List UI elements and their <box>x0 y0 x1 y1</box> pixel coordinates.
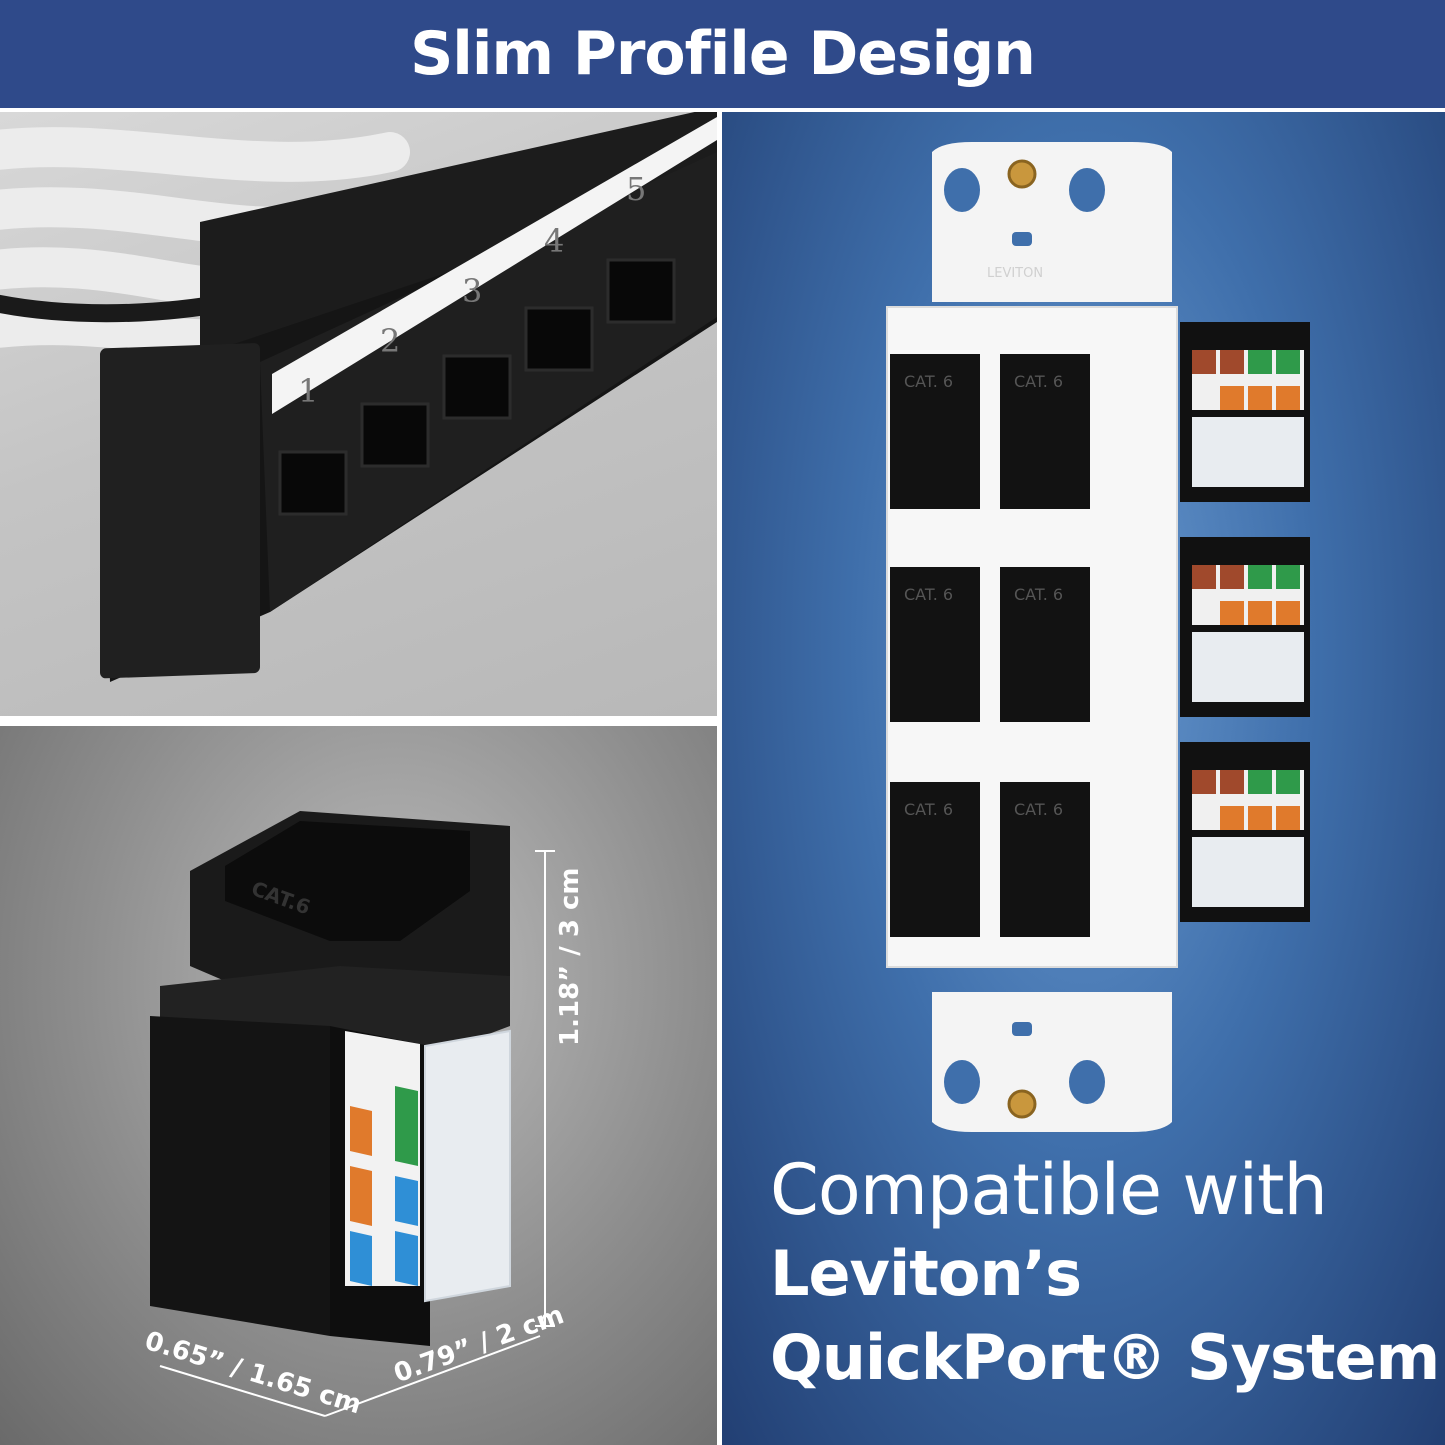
header-title: Slim Profile Design <box>410 19 1036 89</box>
plate-port <box>1000 782 1090 937</box>
brand-mark: LEVITON <box>987 266 1043 281</box>
wall-plate-illustration: LEVITON CAT. 6 CAT. 6 CAT. 6 CAT. 6 CAT.… <box>886 142 1310 1132</box>
plate-port <box>890 354 980 509</box>
rj45-port <box>606 258 676 324</box>
plate-port <box>890 782 980 937</box>
port-number: 4 <box>544 222 564 260</box>
wall-plate-photo: LEVITON CAT. 6 CAT. 6 CAT. 6 CAT. 6 CAT.… <box>722 112 1445 1445</box>
port-number: 2 <box>380 322 400 360</box>
plate-port-label: CAT. 6 <box>1014 800 1063 819</box>
compat-line-3: QuickPort® System <box>770 1321 1440 1394</box>
port-number: 1 <box>298 372 318 410</box>
compat-line-2: Leviton’s <box>770 1237 1082 1310</box>
screw-bottom <box>1007 1089 1037 1119</box>
plate-port <box>890 567 980 722</box>
patch-panel-photo: 1 2 3 4 5 <box>0 112 717 716</box>
header-banner: Slim Profile Design <box>0 0 1445 108</box>
patch-panel-illustration: 1 2 3 4 5 <box>0 112 717 682</box>
plate-port-label: CAT. 6 <box>904 372 953 391</box>
plate-ports <box>890 354 1090 937</box>
screw-top <box>1007 159 1037 189</box>
height-dimension-label: 1.18” / 3 cm <box>555 867 585 1046</box>
port-number-labels: 1 2 3 4 5 <box>298 170 646 410</box>
plate-port-label: CAT. 6 <box>904 585 953 604</box>
plate-port-label: CAT. 6 <box>1014 372 1063 391</box>
dimension-lines <box>159 850 555 1417</box>
port-number: 3 <box>462 272 482 310</box>
rj45-port <box>442 354 512 420</box>
compatibility-text: Compatible with Leviton’s QuickPort® Sys… <box>770 1148 1440 1400</box>
rj45-ports <box>278 258 676 516</box>
compat-line-1: Compatible with <box>770 1149 1328 1231</box>
rj45-port <box>524 306 594 372</box>
side-jacks <box>1180 322 1310 922</box>
keystone-jack-photo: CAT.6 1.18” / 3 cm 0.65” / 1.65 cm 0.79”… <box>0 726 717 1445</box>
plate-port <box>1000 354 1090 509</box>
keystone-jack-illustration: CAT.6 <box>150 811 555 1417</box>
plate-port-label: CAT. 6 <box>904 800 953 819</box>
plate-port-label: CAT. 6 <box>1014 585 1063 604</box>
rj45-port <box>360 402 430 468</box>
plate-port <box>1000 567 1090 722</box>
rj45-port <box>278 450 348 516</box>
vertical-divider <box>717 108 722 1445</box>
port-number: 5 <box>626 170 646 208</box>
horizontal-divider <box>0 716 717 726</box>
